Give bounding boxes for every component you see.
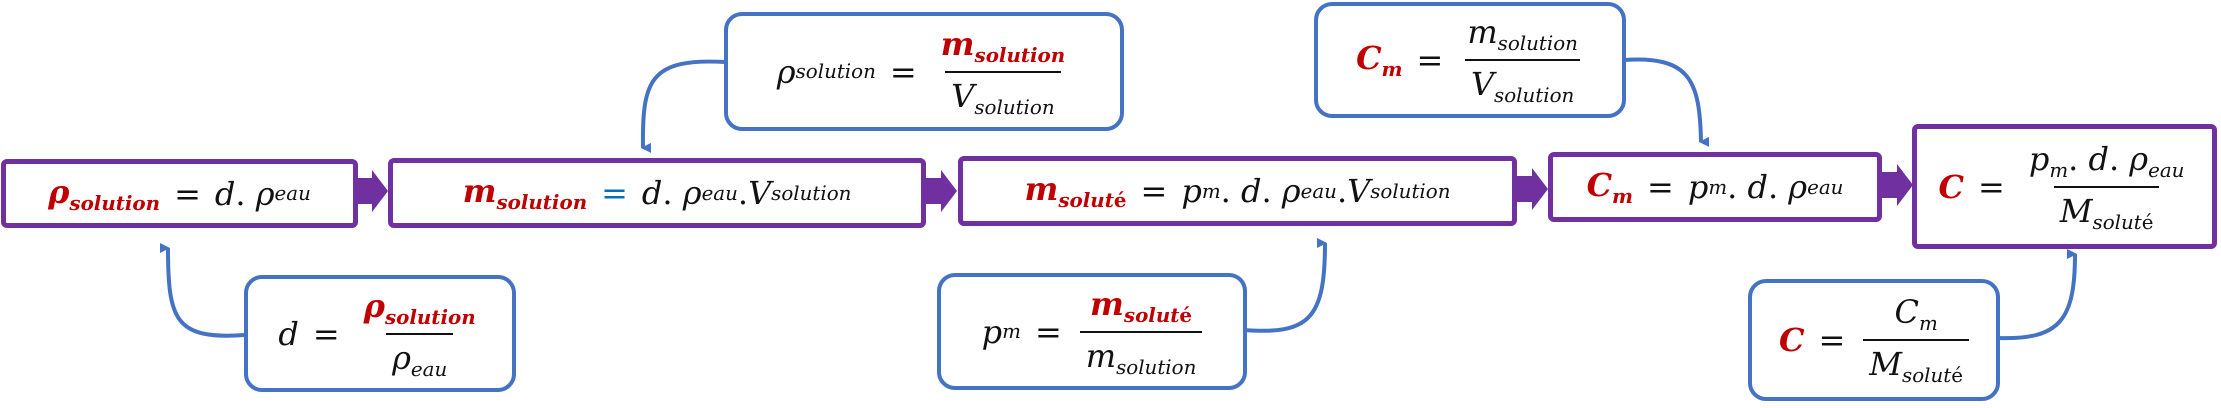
connector-cm-def xyxy=(1623,57,1710,147)
def-box-molar-concentration: C = Cm Msoluté xyxy=(1748,279,2000,401)
flow-arrow-1 xyxy=(356,170,388,212)
connector-d-def xyxy=(159,243,246,338)
flow-arrow-4 xyxy=(1881,164,1913,206)
def-box-mass-concentration: Cm = msolution Vsolution xyxy=(1314,2,1626,118)
flow-arrow-3 xyxy=(1516,168,1548,210)
eq-box-molar-concentration: C = pm. d. ρeau Msoluté xyxy=(1912,124,2217,249)
def-box-relative-density: d = ρsolution ρeau xyxy=(244,275,516,392)
connector-c-def xyxy=(1997,248,2077,341)
flow-arrow-2 xyxy=(925,170,957,212)
connector-density-def xyxy=(640,59,726,153)
connector-pm-def xyxy=(1243,237,1327,333)
